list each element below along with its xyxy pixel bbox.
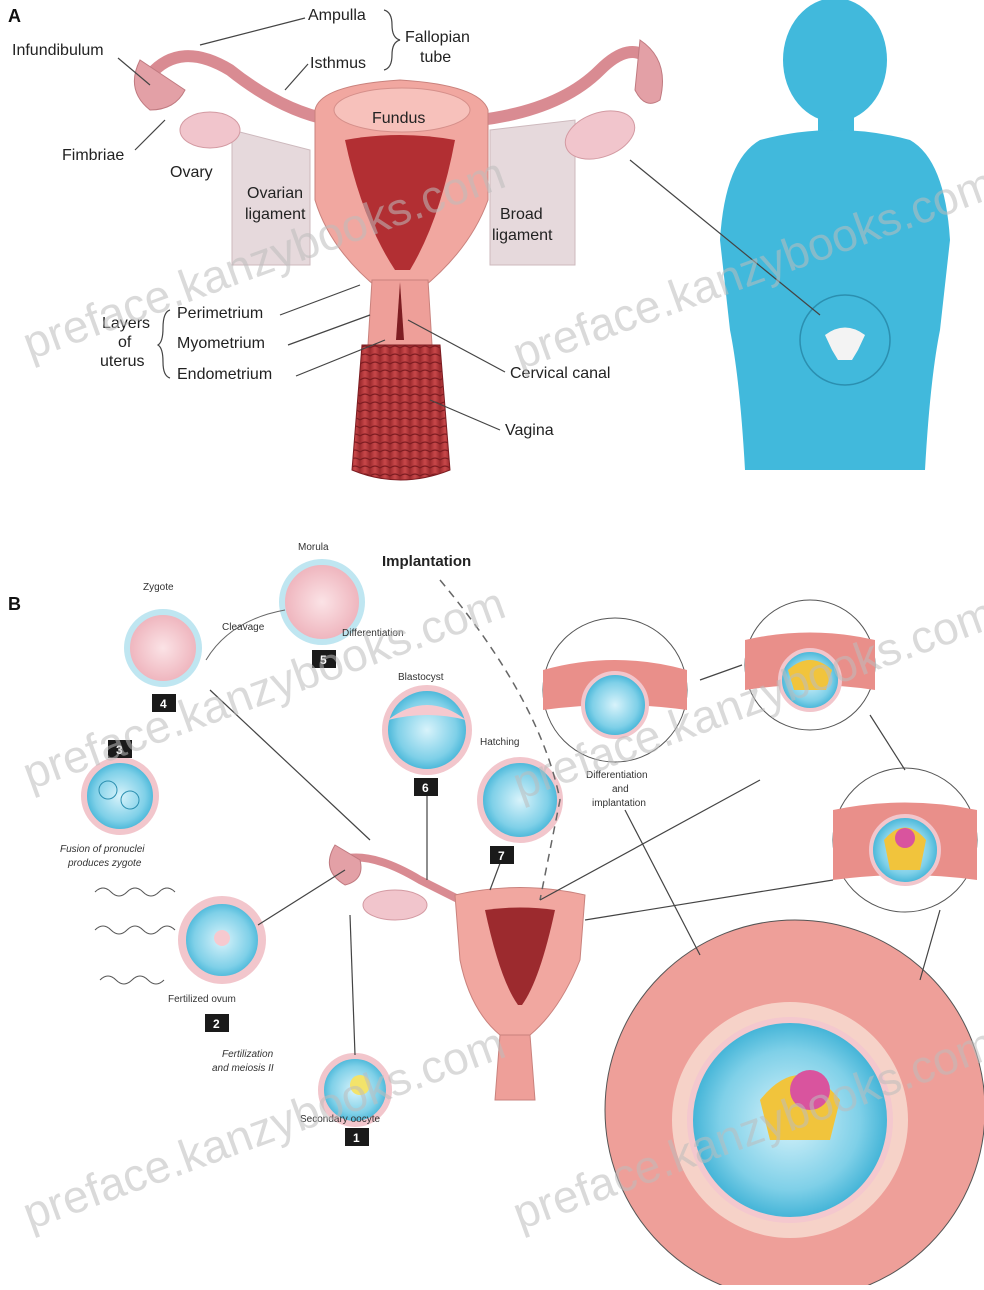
sperm-3 [100,976,164,984]
step-6-text: 6 [422,781,429,795]
implantation-title: Implantation [382,553,471,570]
label-cleavage: Cleavage [222,622,265,633]
link-uterus-insets [540,780,760,900]
leader-fimbriae [135,120,165,150]
sperm-1 [95,888,175,896]
label-fallopian-2: tube [420,49,451,66]
link-ovum [258,870,345,925]
label-endometrium: Endometrium [177,366,272,383]
step-7-text: 7 [498,849,505,863]
label-zygote: Zygote [143,582,174,593]
cleavage-arc [206,610,285,660]
label-blastocyst: Blastocyst [398,672,444,683]
label-diff-impl-2: and [612,784,629,795]
step-badge-1: 1 [345,1128,369,1146]
label-layers-3: uterus [100,353,144,370]
label-fert-meiosis-1: Fertilization [222,1049,274,1060]
leader-ampulla [200,18,305,45]
cell-blastocyst [385,688,469,772]
leader-isthmus [285,64,308,90]
label-morula: Morula [298,542,329,553]
label-infundibulum: Infundibulum [12,42,104,59]
label-ovary: Ovary [170,164,213,181]
label-fundus: Fundus [372,110,425,127]
label-fimbriae: Fimbriae [62,147,124,164]
arrow-inset-3-large [920,910,940,980]
ovary-left [180,112,240,148]
infundibulum-right [635,40,663,103]
leader-perimetrium [280,285,360,315]
leader-myometrium [288,315,370,345]
step-badge-6: 6 [414,778,438,796]
label-ampulla: Ampulla [308,7,366,24]
ovum-pronucleus [214,930,230,946]
link-oocyte [350,915,355,1055]
label-fusion-1: Fusion of pronuclei [60,844,145,855]
label-fallopian-1: Fallopian [405,29,470,46]
panel-b-letter: B [8,594,21,614]
cell-zygote [127,612,199,684]
label-broad-lig-1: Broad [500,206,543,223]
label-diff-impl-3: implantation [592,798,646,809]
fallopian-bracket [384,10,400,70]
fallopian-tube-right [480,52,650,120]
label-myometrium: Myometrium [177,335,265,352]
label-hatching: Hatching [480,737,519,748]
inset-3 [833,768,977,912]
step-2-text: 2 [213,1017,220,1031]
label-fusion-2: produces zygote [67,858,142,869]
ovary-b [363,890,427,920]
step-1-text: 1 [353,1131,360,1145]
label-isthmus: Isthmus [310,55,366,72]
step-badge-7: 7 [490,846,514,864]
label-fertilized-ovum: Fertilized ovum [168,994,236,1005]
arrow-inset-2-3 [870,715,905,770]
link-to-large [625,810,700,955]
label-broad-lig-2: ligament [492,227,553,244]
label-ovarian-lig-1: Ovarian [247,185,303,202]
panel-a-letter: A [8,6,21,26]
fimbriae-b [329,845,361,885]
vagina-shape [352,345,450,480]
sperm-2 [95,926,175,934]
label-vagina: Vagina [505,422,554,439]
step-badge-2: 2 [205,1014,229,1032]
label-fert-meiosis-2: and meiosis II [212,1063,274,1074]
link-uterus-inset3 [585,880,833,920]
